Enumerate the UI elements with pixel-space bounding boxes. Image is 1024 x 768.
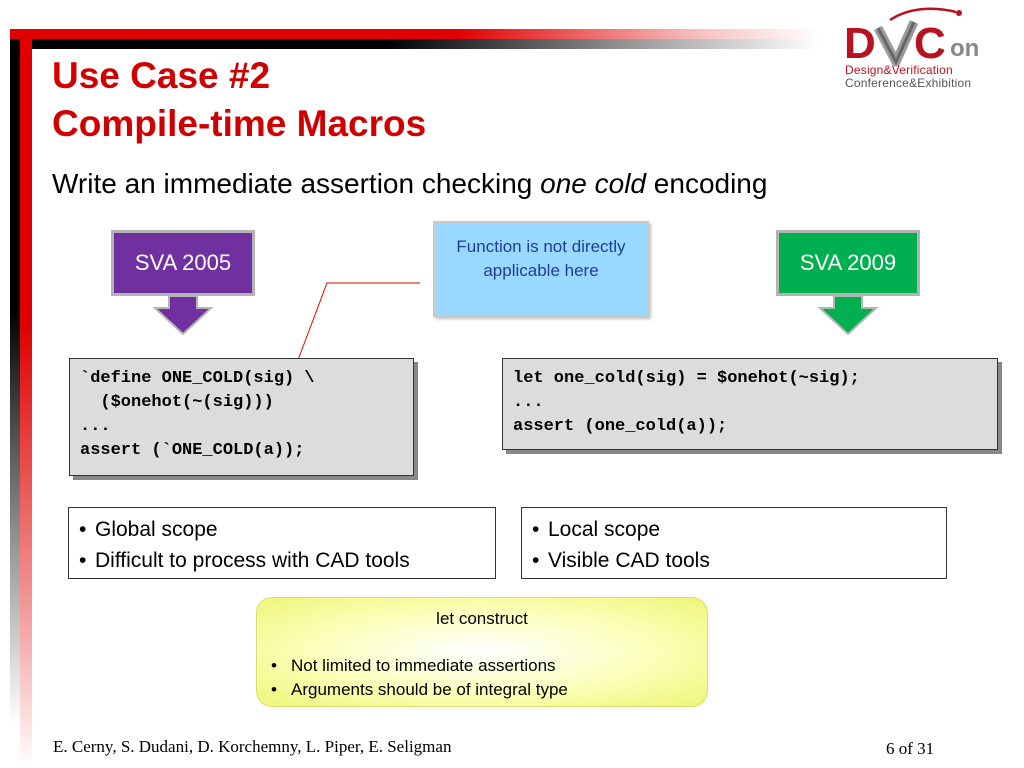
footer-authors: E. Cerny, S. Dudani, D. Korchemny, L. Pi…: [53, 737, 452, 756]
frame-left-red-bar: [20, 30, 32, 768]
callout-text: Function is not directly applicable here: [456, 237, 626, 280]
down-arrow-icon: [818, 296, 878, 336]
frame-top-red-bar: [10, 29, 820, 39]
code-line: assert (`ONE_COLD(a));: [80, 441, 305, 460]
code-line: `define ONE_COLD(sig) \: [80, 369, 315, 388]
code-line: let one_cold(sig) = $onehot(~sig);: [513, 369, 860, 388]
svg-text:on: on: [950, 35, 979, 62]
callout-box: Function is not directly applicable here: [433, 221, 649, 317]
let-construct-box: let construct • Not limited to immediate …: [256, 597, 708, 707]
logo-subtitle: Design&Verification Conference&Exhibitio…: [845, 64, 1020, 90]
svg-text:D: D: [844, 19, 876, 68]
logo-line-2: Conference&Exhibition: [845, 76, 972, 90]
bullet-text: Not limited to immediate assertions: [291, 656, 556, 675]
bullet-text: Local scope: [548, 518, 661, 541]
logo-line-1: Design&Verification: [845, 63, 953, 77]
slide-title: Use Case #2 Compile-time Macros: [52, 52, 426, 148]
slide-subtitle: Write an immediate assertion checking on…: [52, 168, 767, 200]
bullet-icon: •: [271, 680, 277, 699]
subtitle-text: Write an immediate assertion checking: [52, 168, 541, 199]
bullet-text: Global scope: [95, 518, 218, 541]
code-block-sva2005: `define ONE_COLD(sig) \ ($onehot(~(sig))…: [69, 358, 414, 476]
down-arrow-icon: [153, 296, 213, 336]
bullet-icon: •: [532, 549, 540, 572]
slide-title-line-2: Compile-time Macros: [52, 103, 427, 144]
slide-title-line-1: Use Case #2: [52, 55, 271, 96]
bullet-box-left: • Global scope • Difficult to process with…: [68, 507, 496, 579]
code-line: ($onehot(~(sig))): [80, 393, 274, 412]
let-construct-item: • Not limited to immediate assertions: [271, 656, 556, 676]
bullet-item: • Visible CAD tools: [532, 545, 936, 576]
bullet-text: Visible CAD tools: [548, 549, 710, 572]
bullet-item: • Difficult to process with CAD tools: [79, 545, 485, 576]
bullet-icon: •: [79, 518, 87, 541]
let-construct-heading: let construct: [436, 609, 528, 628]
svg-text:C: C: [914, 19, 946, 68]
frame-left-black-bar: [10, 30, 20, 725]
page-number: 6 of 31: [886, 739, 935, 758]
bullet-text: Arguments should be of integral type: [291, 680, 568, 699]
dvcon-logo: D C on: [844, 7, 979, 68]
bullet-icon: •: [532, 518, 540, 541]
code-line: ...: [80, 417, 111, 436]
code-block-sva2009: let one_cold(sig) = $onehot(~sig);... ass…: [502, 358, 998, 450]
subtitle-emphasis: one cold: [540, 168, 647, 199]
bullet-box-right: • Local scope • Visible CAD tools: [521, 507, 947, 579]
subtitle-text-end: encoding: [646, 168, 768, 199]
bullet-item: • Global scope: [79, 514, 485, 545]
frame-top-black-bar: [32, 39, 820, 49]
code-line: ...: [513, 393, 544, 412]
code-line: assert (one_cold(a));: [513, 417, 728, 436]
sva2009-label: SVA 2009: [776, 230, 920, 296]
bullet-icon: •: [79, 549, 87, 572]
sva2005-label: SVA 2005: [111, 230, 255, 296]
bullet-item: • Local scope: [532, 514, 936, 545]
let-construct-item: • Arguments should be of integral type: [271, 680, 568, 700]
bullet-text: Difficult to process with CAD tools: [95, 549, 410, 572]
bullet-icon: •: [271, 656, 277, 675]
